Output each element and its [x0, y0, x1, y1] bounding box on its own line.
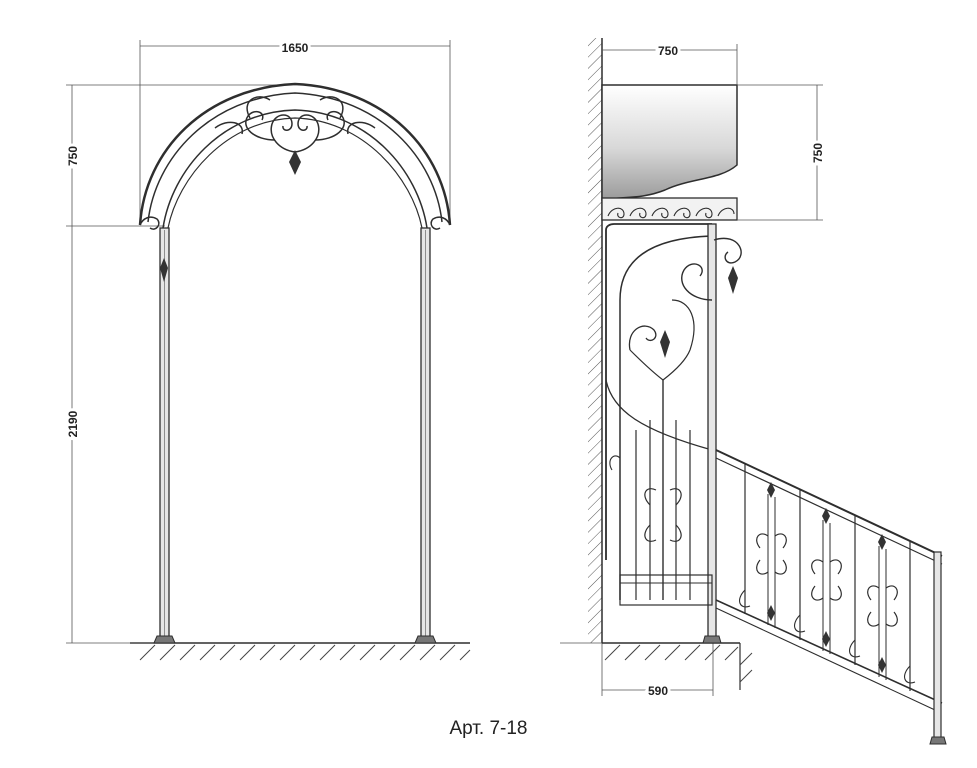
dim-post-height: 2190: [66, 410, 80, 437]
article-number: Арт. 7-18: [449, 718, 528, 739]
front-dimensions: [66, 40, 451, 644]
dim-canopy-depth: 750: [658, 44, 678, 58]
front-ground: [130, 642, 471, 661]
dim-canopy-height: 750: [811, 143, 825, 163]
dim-arch-height: 750: [66, 146, 80, 166]
stair-railing: [715, 449, 947, 745]
side-arch-frame: [605, 223, 742, 644]
side-arch-finial: [660, 330, 670, 358]
side-wall: [588, 38, 603, 643]
drawing-caption: Арт. 7-18: [0, 718, 977, 740]
side-ground: [560, 642, 753, 690]
side-canopy-finial: [728, 266, 738, 294]
stair-railing-finials: [767, 482, 886, 673]
side-view: 750 750 590: [560, 38, 947, 745]
dim-arch-width: 1650: [282, 41, 309, 55]
front-left-post: [153, 227, 176, 644]
side-canopy: [601, 84, 738, 221]
dim-base-depth: 590: [648, 684, 668, 698]
front-arch-top: [138, 82, 452, 230]
front-view-arch: 1650 750 2190: [63, 38, 471, 661]
front-right-post: [414, 227, 437, 644]
